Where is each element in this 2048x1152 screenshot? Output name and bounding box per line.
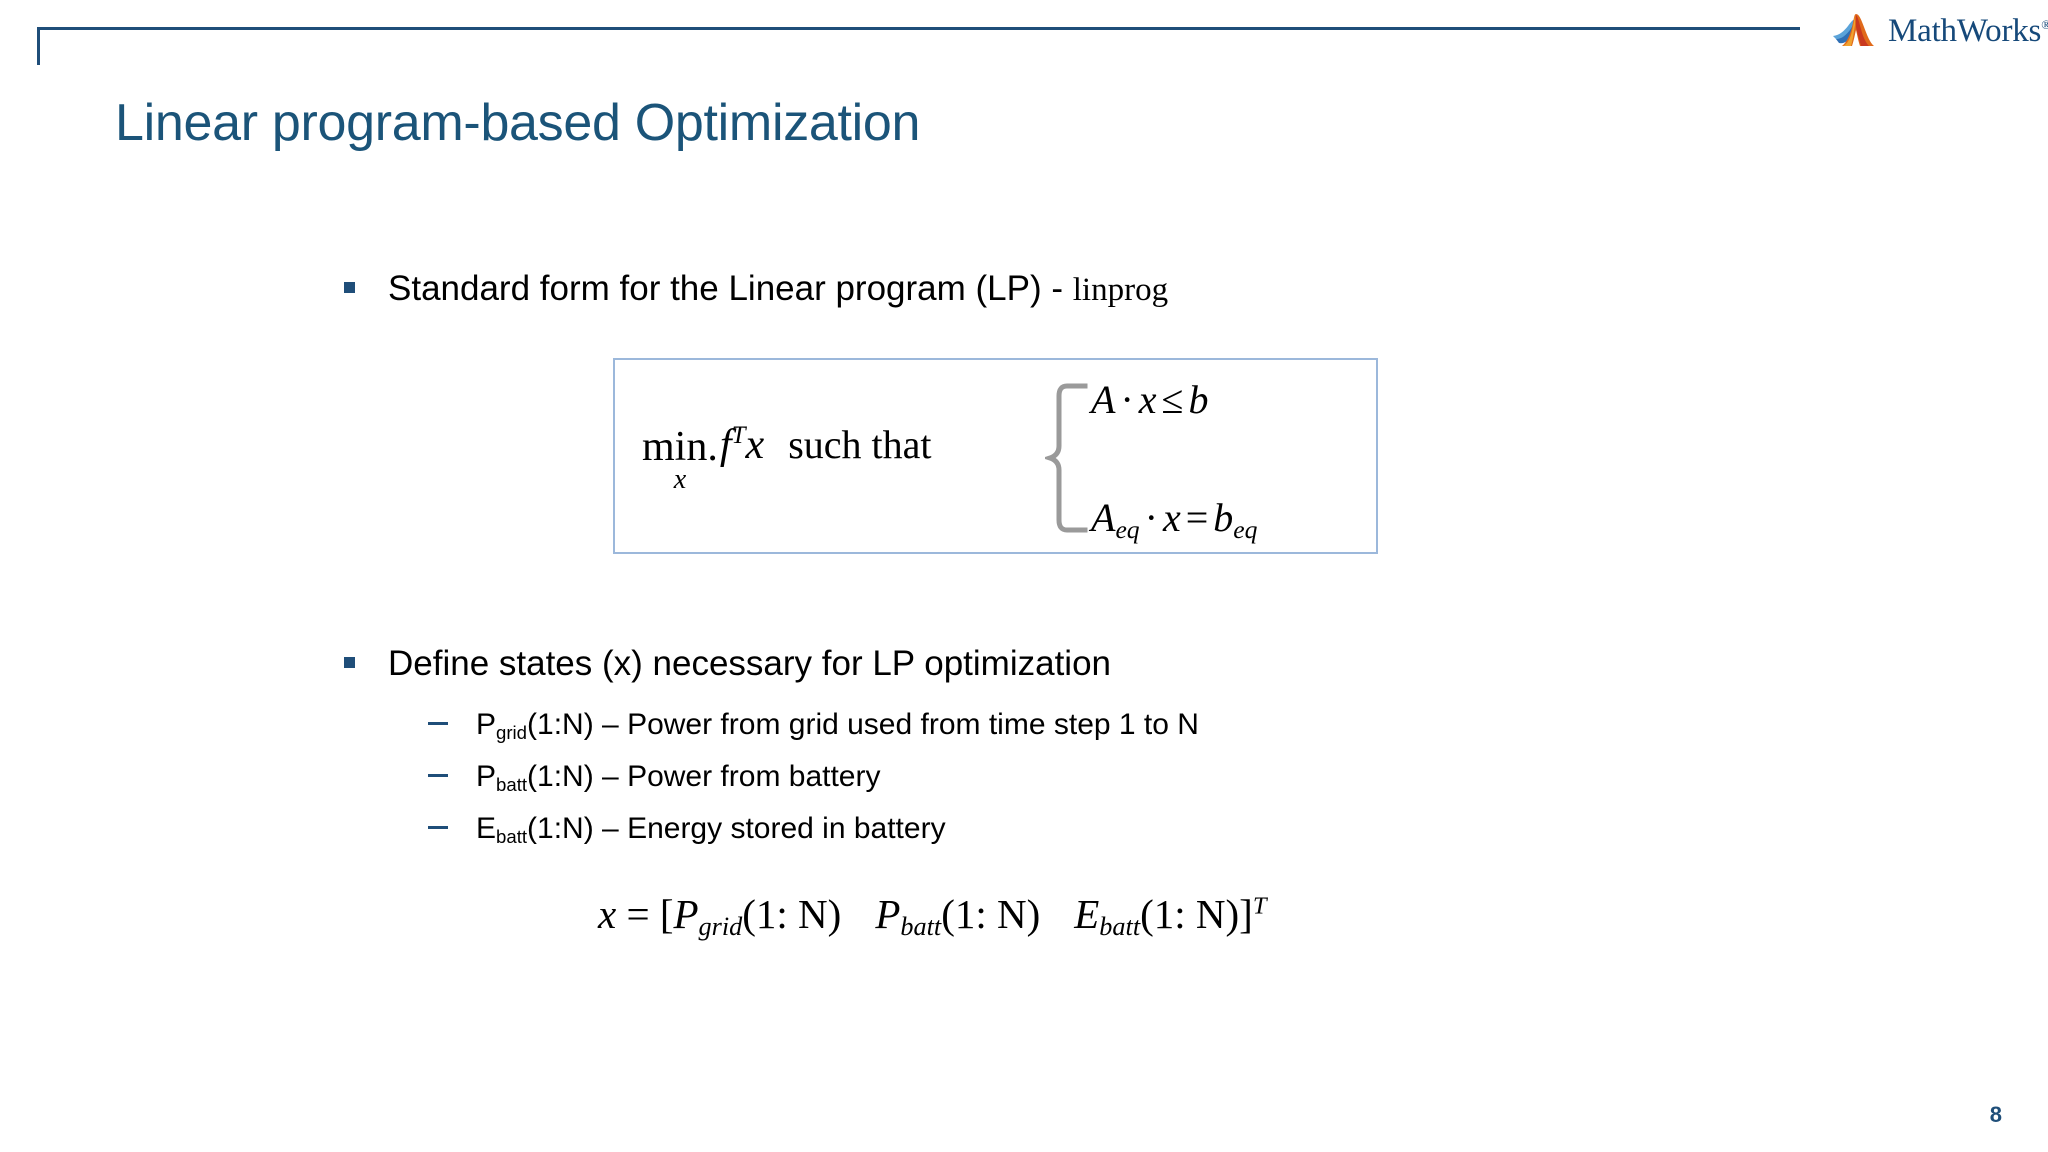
dash-bullet-icon [428, 774, 448, 777]
c1-dot: · [1120, 377, 1134, 422]
header-rule [37, 27, 1800, 30]
state-term2-symbol: P [875, 891, 901, 937]
c2-lhs-sub: eq [1115, 514, 1140, 544]
sub-bullet-label: Pgrid(1:N) – Power from grid used from t… [476, 708, 1199, 744]
mathworks-wordmark: MathWorks® [1888, 12, 2048, 49]
c2-lhs: A [1091, 495, 1116, 540]
state-vector-equation: x = [Pgrid(1: N)Pbatt(1: N)Ebatt(1: N)]T [598, 890, 1267, 942]
min-subscript-var: x [673, 463, 687, 495]
sub-bullet-e-batt: Ebatt(1:N) – Energy stored in battery [428, 812, 946, 848]
sb1-symbol: P [476, 708, 497, 741]
c1-relation: ≤ [1161, 377, 1184, 422]
objective-f-transpose-x: fTx [720, 421, 764, 469]
objective-transpose: T [731, 421, 746, 449]
bullet-text-1: Standard form for the Linear program (LP… [388, 269, 1073, 308]
brand-name: MathWorks [1888, 12, 2042, 49]
constraint-equality: Aeq·x=beq [1091, 494, 1258, 544]
state-term2-range: (1: N) [941, 891, 1041, 937]
page-title: Linear program-based Optimization [115, 94, 921, 152]
linprog-code-text: linprog [1072, 272, 1169, 308]
state-lhs: x [598, 891, 617, 937]
state-term3-sub: batt [1099, 912, 1141, 942]
sb1-description: Power from grid used from time step 1 to… [627, 708, 1199, 741]
state-transpose: T [1252, 892, 1267, 920]
objective-expression: min. x fTx such that [642, 421, 932, 494]
constraint-list: A·x≤b Aeq·x=beq [1091, 376, 1258, 544]
state-term3-symbol: E [1074, 891, 1100, 937]
sub-bullet-p-grid: Pgrid(1:N) – Power from grid used from t… [428, 708, 1199, 744]
trademark-symbol: ® [2041, 16, 2048, 32]
c1-lhs: A [1091, 377, 1116, 422]
sb2-sep: – [593, 760, 628, 793]
square-bullet-icon [344, 282, 355, 293]
lp-equation-content: min. x fTx such that [615, 360, 1376, 552]
bullet-label: Standard form for the Linear program (LP… [388, 269, 1168, 309]
min-over-x: min. x [642, 426, 718, 494]
sb3-subscript: batt [496, 826, 528, 848]
objective-x: x [745, 421, 765, 468]
dash-bullet-icon [428, 722, 448, 725]
constraint-inequality: A·x≤b [1091, 376, 1257, 423]
sb1-sep: – [593, 708, 628, 741]
sb2-subscript: batt [496, 774, 528, 796]
sub-bullet-p-batt: Pbatt(1:N) – Power from battery [428, 760, 881, 796]
sb2-description: Power from battery [627, 760, 881, 793]
sb1-range: (1:N) [527, 708, 594, 741]
left-curly-brace-icon [1042, 382, 1091, 534]
sb2-range: (1:N) [527, 760, 594, 793]
mathworks-logo: MathWorks® [1832, 8, 2048, 54]
such-that-label: such that [788, 421, 932, 467]
state-term1-symbol: P [673, 891, 699, 937]
dash-bullet-icon [428, 826, 448, 829]
sb3-sep: – [593, 812, 628, 845]
mathworks-membrane-icon [1833, 14, 1874, 46]
state-term1-sub: grid [698, 912, 743, 942]
c2-rhs-sub: eq [1233, 514, 1258, 544]
page-number: 8 [1989, 1102, 2002, 1127]
sb1-subscript: grid [496, 722, 528, 744]
sb2-symbol: P [476, 760, 497, 793]
sb3-range: (1:N) [527, 812, 594, 845]
state-term2-sub: batt [900, 912, 942, 942]
c2-var: x [1162, 495, 1181, 540]
sub-bullet-label: Pbatt(1:N) – Power from battery [476, 760, 881, 796]
c2-rhs: b [1213, 495, 1234, 540]
state-close-bracket: ] [1239, 891, 1253, 937]
state-relation: = [626, 891, 650, 937]
state-term3-range: (1: N) [1140, 891, 1240, 937]
bullet-text-2: Define states (x) necessary for LP optim… [388, 644, 1112, 683]
square-bullet-icon [344, 657, 355, 668]
bullet-item-standard-form: Standard form for the Linear program (LP… [344, 269, 1168, 309]
state-term1-range: (1: N) [742, 891, 842, 937]
c1-var: x [1138, 377, 1157, 422]
c2-relation: = [1185, 495, 1209, 540]
min-label: min. [642, 423, 718, 470]
c2-dot: · [1144, 495, 1158, 540]
state-open-bracket: [ [659, 891, 674, 937]
lp-standard-form-box: min. x fTx such that A·x≤b Aeq·x=beq [613, 358, 1378, 554]
sb3-symbol: E [476, 812, 497, 845]
header-corner-tick [37, 27, 40, 65]
sub-bullet-label: Ebatt(1:N) – Energy stored in battery [476, 812, 946, 848]
c1-rhs: b [1188, 377, 1209, 422]
bullet-item-define-states: Define states (x) necessary for LP optim… [344, 644, 1111, 684]
sb3-description: Energy stored in battery [627, 812, 946, 845]
objective-f: f [719, 421, 732, 468]
